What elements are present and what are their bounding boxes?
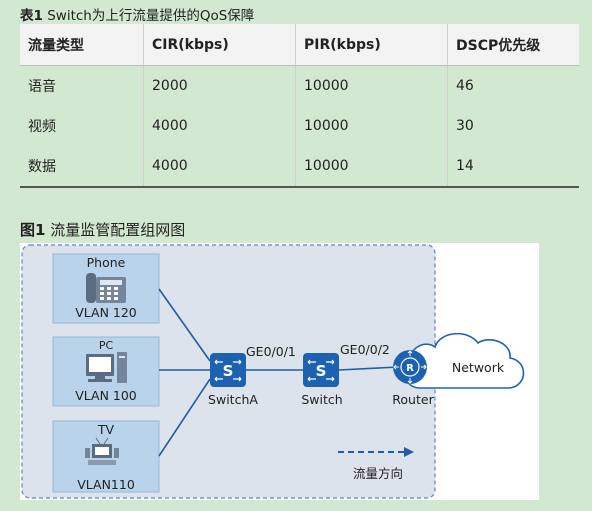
phone-vlan-label: VLAN 120 bbox=[75, 305, 137, 320]
table-cell: 2000 bbox=[143, 65, 296, 106]
network-label: Network bbox=[451, 360, 505, 375]
port-ge001-label: GE0/0/1 bbox=[246, 344, 296, 359]
table-cell: 4000 bbox=[143, 146, 296, 188]
phone-icon bbox=[86, 273, 126, 303]
table-cell: 视频 bbox=[20, 106, 144, 146]
table-cell: 46 bbox=[456, 78, 474, 94]
header-cir: CIR(kbps) bbox=[143, 24, 296, 66]
figure-caption: 图1 流量监管配置组网图 bbox=[20, 219, 185, 240]
table-row: 视频 4000 10000 30 bbox=[20, 106, 579, 146]
table-caption-text: Switch为上行流量提供的QoS保障 bbox=[47, 8, 255, 24]
table-cell: 10000 bbox=[295, 146, 448, 188]
table-cell: 10000 bbox=[295, 106, 448, 146]
table-cell: 10000 bbox=[295, 65, 448, 106]
header-traffic-type: 流量类型 bbox=[20, 24, 144, 66]
table-cell: 14 bbox=[447, 146, 579, 188]
router-label: Router bbox=[392, 392, 434, 407]
link-tv-switcha bbox=[158, 378, 211, 457]
traffic-direction-label: 流量方向 bbox=[352, 466, 403, 481]
switch-icon: S bbox=[303, 353, 339, 387]
svg-text:R: R bbox=[406, 363, 414, 374]
table-header-row: 流量类型 CIR(kbps) PIR(kbps) DSCP优先级 bbox=[20, 24, 579, 66]
pc-vlan-label: VLAN 100 bbox=[75, 388, 137, 403]
diagram-canvas: S S R bbox=[21, 244, 525, 499]
tv-icon bbox=[85, 437, 119, 465]
table-cell: 语音 bbox=[20, 65, 144, 106]
qos-table: 流量类型 CIR(kbps) PIR(kbps) DSCP优先级 语音 2000… bbox=[20, 24, 579, 188]
header-dscp: DSCP优先级 bbox=[447, 24, 579, 66]
header-pir: PIR(kbps) bbox=[295, 24, 448, 66]
table-cell: 4000 bbox=[143, 106, 296, 146]
table-cell: 数据 bbox=[20, 146, 144, 188]
figure-caption-text: 流量监管配置组网图 bbox=[50, 221, 186, 239]
table-row: 语音 2000 10000 46 bbox=[20, 65, 579, 106]
tv-label: TV bbox=[97, 422, 115, 437]
network-diagram: S S R bbox=[20, 243, 539, 500]
router-icon: R bbox=[393, 350, 427, 384]
phone-label: Phone bbox=[86, 255, 126, 270]
pc-icon bbox=[86, 352, 127, 383]
table-caption-number: 表1 bbox=[20, 8, 43, 24]
switcha-icon: S bbox=[210, 353, 246, 387]
link-switch-router bbox=[338, 366, 399, 371]
tv-vlan-label: VLAN110 bbox=[77, 477, 135, 492]
table-cell: 30 bbox=[456, 118, 474, 134]
table-caption: 表1 Switch为上行流量提供的QoS保障 bbox=[20, 4, 254, 24]
link-phone-switcha bbox=[158, 288, 211, 362]
switch-label: Switch bbox=[301, 392, 343, 407]
switcha-label: SwitchA bbox=[208, 392, 258, 407]
table-row: 数据 4000 10000 14 bbox=[20, 146, 579, 188]
svg-text:S: S bbox=[223, 362, 234, 380]
traffic-direction-arrow-icon bbox=[338, 447, 414, 457]
svg-text:S: S bbox=[316, 362, 327, 380]
figure-caption-number: 图1 bbox=[20, 221, 46, 239]
pc-label: PC bbox=[98, 339, 114, 352]
port-ge002-label: GE0/0/2 bbox=[340, 342, 390, 357]
